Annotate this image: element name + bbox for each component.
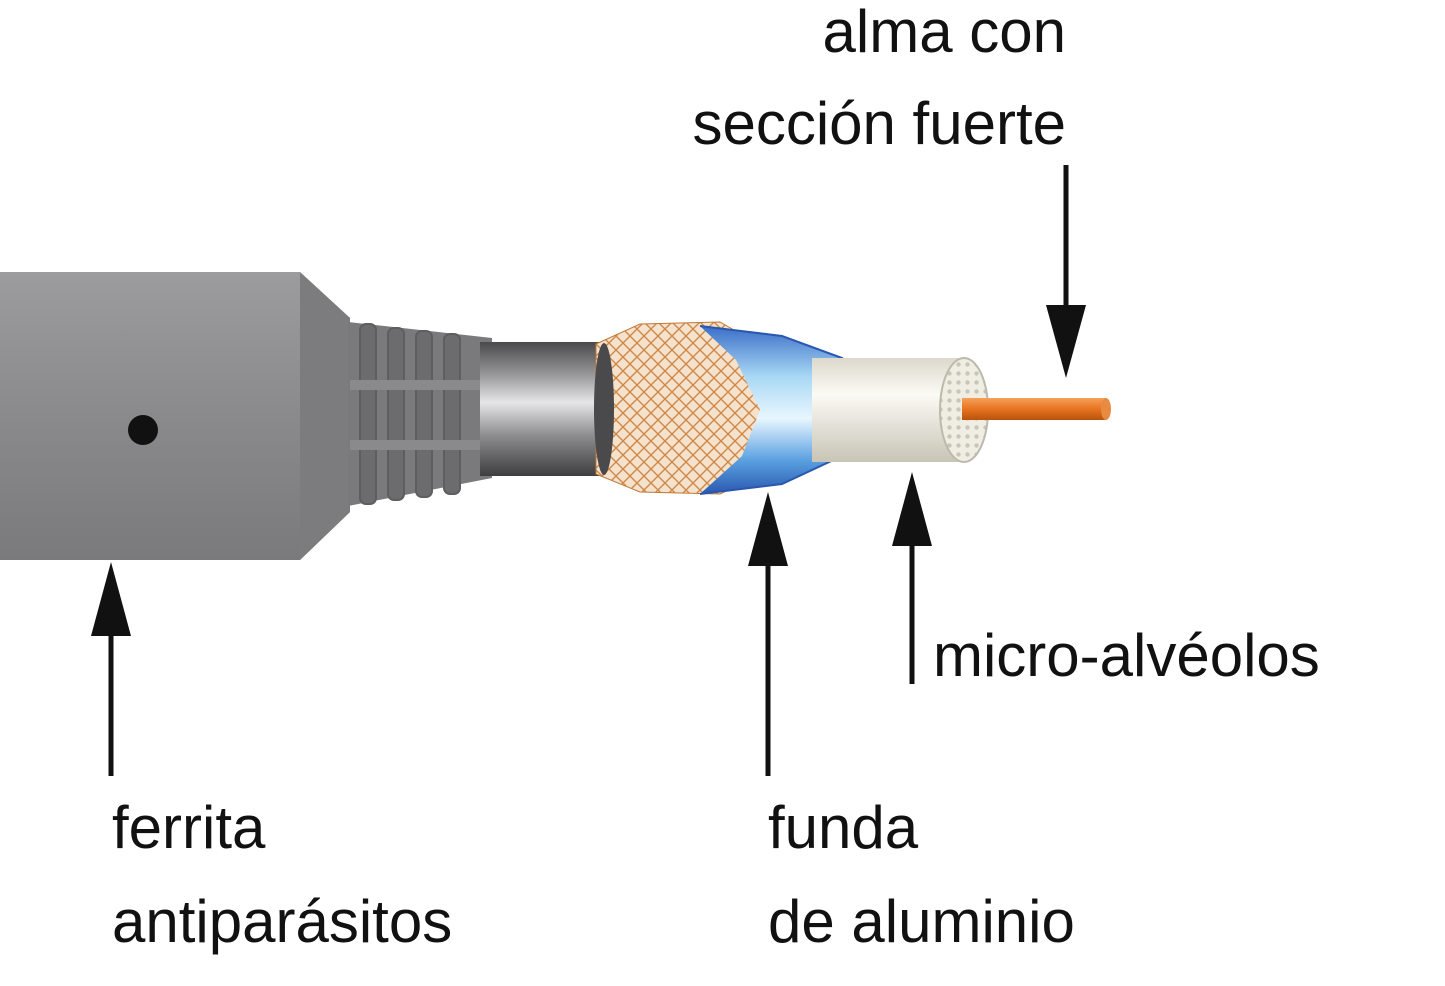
label-ferrita: ferrita antiparásitos bbox=[112, 798, 452, 986]
label-funda-line1: funda bbox=[768, 794, 919, 861]
arrow-funda bbox=[748, 492, 788, 776]
label-ferrita-line2: antiparásitos bbox=[112, 888, 453, 955]
ferrite-core bbox=[0, 272, 350, 560]
label-alma-line2: sección fuerte bbox=[692, 90, 1066, 157]
ferrite-hole bbox=[128, 415, 158, 445]
arrow-micro bbox=[892, 472, 932, 684]
label-funda: funda de aluminio bbox=[768, 798, 1075, 986]
arrow-alma bbox=[1046, 165, 1086, 378]
strain-relief bbox=[348, 322, 492, 506]
label-alma: alma con sección fuerte bbox=[574, 2, 1066, 186]
label-micro: micro-alvéolos bbox=[933, 626, 1320, 686]
label-micro-line1: micro-alvéolos bbox=[933, 622, 1320, 689]
center-conductor bbox=[962, 398, 1111, 420]
label-funda-line2: de aluminio bbox=[768, 888, 1075, 955]
label-alma-line1: alma con bbox=[822, 0, 1066, 65]
label-ferrita-line1: ferrita bbox=[112, 794, 266, 861]
dielectric bbox=[812, 357, 989, 463]
arrow-ferrita bbox=[91, 562, 131, 776]
